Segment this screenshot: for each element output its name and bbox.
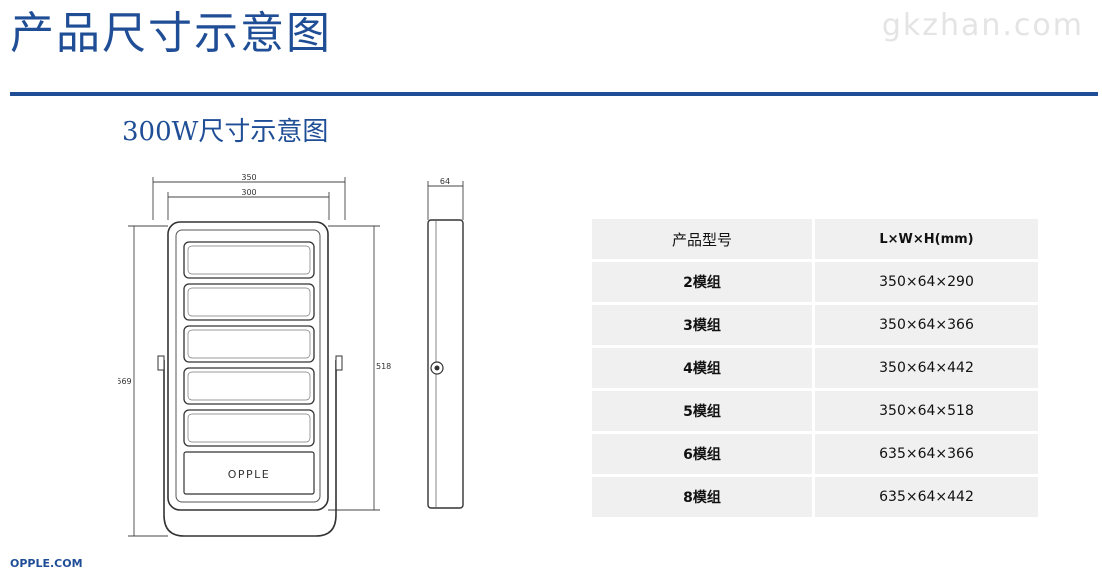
title-rule bbox=[10, 92, 1098, 96]
led-module-3 bbox=[183, 325, 315, 363]
driver-panel bbox=[183, 451, 315, 495]
dim-label-64: 64 bbox=[440, 177, 450, 186]
column-header-model: 产品型号 bbox=[592, 219, 815, 259]
cell-model: 3模组 bbox=[592, 305, 815, 345]
table-row: 3模组 350×64×366 bbox=[592, 305, 1038, 345]
dim-label-569: 569 bbox=[118, 377, 132, 386]
table-row: 8模组 635×64×442 bbox=[592, 477, 1038, 517]
led-module-2 bbox=[183, 283, 315, 321]
bracket-knob-right bbox=[335, 355, 343, 371]
table-header-row: 产品型号 L×W×H(mm) bbox=[592, 219, 1038, 259]
led-module-4 bbox=[183, 367, 315, 405]
column-header-dimensions: L×W×H(mm) bbox=[815, 219, 1038, 259]
cell-model: 8模组 bbox=[592, 477, 815, 517]
cell-dimensions: 350×64×442 bbox=[815, 348, 1038, 388]
bracket-knob-left bbox=[157, 355, 165, 371]
dim-label-300: 300 bbox=[241, 188, 256, 197]
watermark: gkzhan.com bbox=[881, 8, 1084, 43]
cell-dimensions: 350×64×518 bbox=[815, 391, 1038, 431]
table-row: 5模组 350×64×518 bbox=[592, 391, 1038, 431]
table-row: 4模组 350×64×442 bbox=[592, 348, 1038, 388]
led-module-1 bbox=[183, 241, 315, 279]
mounting-bracket bbox=[163, 360, 337, 537]
cell-dimensions: 635×64×366 bbox=[815, 434, 1038, 474]
cell-dimensions: 350×64×290 bbox=[815, 262, 1038, 302]
cell-dimensions: 350×64×366 bbox=[815, 305, 1038, 345]
product-logo: OPPLE bbox=[228, 468, 271, 481]
spec-table: 产品型号 L×W×H(mm) 2模组 350×64×290 3模组 350×64… bbox=[592, 216, 1038, 520]
page-title: 产品尺寸示意图 bbox=[10, 8, 332, 59]
cell-model: 2模组 bbox=[592, 262, 815, 302]
footer-brand: OPPLE.COM bbox=[10, 557, 83, 570]
dim-label-518: 518 bbox=[376, 362, 391, 371]
table-row: 2模组 350×64×290 bbox=[592, 262, 1038, 302]
dimension-drawing: OPPLE 350 300 569 518 64 bbox=[118, 173, 464, 537]
side-view-housing bbox=[427, 219, 464, 509]
drawing-subtitle: 300W尺寸示意图 bbox=[122, 117, 329, 147]
cell-dimensions: 635×64×442 bbox=[815, 477, 1038, 517]
cell-model: 5模组 bbox=[592, 391, 815, 431]
led-module-5 bbox=[183, 409, 315, 447]
cell-model: 6模组 bbox=[592, 434, 815, 474]
cell-model: 4模组 bbox=[592, 348, 815, 388]
dim-label-350: 350 bbox=[241, 173, 256, 182]
table-row: 6模组 635×64×366 bbox=[592, 434, 1038, 474]
